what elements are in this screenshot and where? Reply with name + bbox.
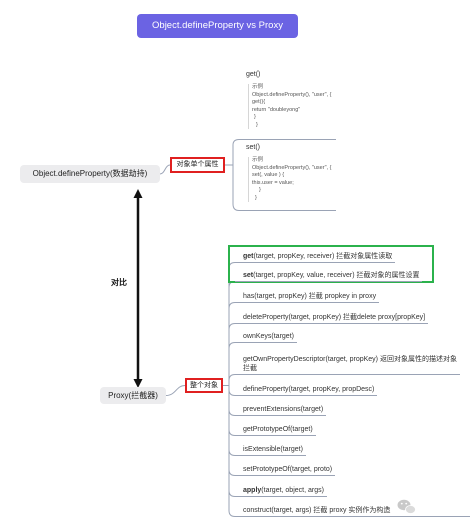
trap-connector bbox=[228, 374, 236, 381]
trap-desc: (target, object, args) bbox=[261, 487, 324, 494]
trap-set-prototype-of: setPrototypeOf(target, proto) bbox=[235, 465, 336, 476]
code-line: this.user = value; bbox=[252, 179, 294, 186]
trap-desc: (target) bbox=[271, 333, 294, 340]
getter-node-label: get() bbox=[246, 71, 261, 78]
trap-is-extensible: isExtensible(target) bbox=[235, 445, 306, 456]
trap-name: get bbox=[243, 253, 254, 260]
code-line: } bbox=[256, 121, 258, 128]
trap-name: isExtensible bbox=[243, 446, 281, 453]
trap-name: getPrototypeOf bbox=[243, 426, 291, 433]
trap-desc: (target) bbox=[290, 426, 313, 433]
trap-name: deleteProperty bbox=[243, 314, 289, 321]
trap-desc: (target) bbox=[280, 446, 303, 453]
trap-connector bbox=[228, 302, 236, 309]
code-line: Object.defineProperty(), "user", { bbox=[252, 91, 332, 98]
trap-name: ownKeys bbox=[243, 333, 272, 340]
trap-desc: (target) bbox=[300, 406, 324, 413]
trap-desc: (target, propKey) 返回对象属性的描述对象 bbox=[325, 356, 457, 363]
double-headed-arrow-icon bbox=[133, 189, 143, 388]
trap-connector bbox=[228, 323, 236, 330]
trap-get: get(target, propKey, receiver) 拦截对象属性读取 bbox=[235, 252, 396, 263]
single-property-branch: 对象单个属性 bbox=[170, 157, 225, 173]
trap-connector bbox=[228, 342, 236, 349]
dp-root-connector bbox=[159, 164, 171, 175]
trap-desc: (target, propKey) 拦截delete proxy[propKey… bbox=[288, 314, 426, 321]
trap-apply: apply(target, object, args) bbox=[235, 486, 327, 497]
trap-name: getOwnPropertyDescriptor bbox=[243, 356, 326, 363]
trap-desc: (target, proto) bbox=[289, 466, 333, 473]
code-line: } bbox=[254, 114, 256, 120]
setter-node-label: set() bbox=[246, 144, 260, 151]
trap-name: apply bbox=[243, 487, 262, 494]
proxy-root-connector bbox=[165, 385, 186, 396]
code-line: set(, value ) { bbox=[252, 172, 285, 178]
getter-code-note: 示例 Object.defineProperty(), "user", { ge… bbox=[248, 84, 331, 129]
trap-desc: (target, propKey, propDesc) bbox=[288, 386, 375, 393]
code-line: 示例 bbox=[252, 157, 264, 163]
trap-desc-continued: 拦截 bbox=[243, 365, 257, 372]
trap-define-property: defineProperty(target, propKey, propDesc… bbox=[235, 385, 378, 396]
wechat-eye bbox=[400, 502, 403, 505]
arrow-head-top bbox=[133, 189, 143, 198]
compare-label: 对比 bbox=[111, 278, 127, 287]
trap-name: defineProperty bbox=[243, 386, 289, 393]
whole-object-branch: 整个对象 bbox=[185, 378, 223, 393]
proxy-node: Proxy(拦截器) bbox=[100, 387, 166, 404]
code-line: 示例 bbox=[252, 84, 264, 90]
trap-own-keys: ownKeys(target) bbox=[235, 332, 297, 343]
trap-desc: (target, args) 拦截 proxy 实例作为构造 bbox=[271, 507, 391, 514]
trap-name: setPrototypeOf bbox=[243, 466, 290, 473]
trap-desc: (target, propKey, value, receiver) 拦截对象的… bbox=[253, 272, 420, 279]
trap-name: has bbox=[243, 293, 255, 300]
trap-name: set bbox=[243, 272, 254, 279]
trap-desc: (target, propKey) 拦截 propkey in proxy bbox=[254, 293, 377, 300]
code-line: } bbox=[259, 187, 261, 193]
trap-name: preventExtensions bbox=[243, 406, 301, 413]
trap-prevent-extensions: preventExtensions(target) bbox=[235, 405, 327, 416]
setter-code-note: 示例 Object.defineProperty(), "user", { se… bbox=[248, 157, 331, 202]
code-line: return "doubleyong" bbox=[252, 106, 301, 113]
trap-construct: construct(target, args) 拦截 proxy 实例作为构造 bbox=[235, 506, 470, 517]
wechat-eye bbox=[405, 502, 408, 505]
get-set-highlight-box bbox=[228, 245, 434, 283]
trap-desc: (target, propKey, receiver) 拦截对象属性读取 bbox=[253, 253, 393, 260]
trap-set: set(target, propKey, value, receiver) 拦截… bbox=[235, 271, 423, 282]
trap-delete-property: deleteProperty(target, propKey) 拦截delete… bbox=[235, 313, 429, 324]
trap-get-own-property-descriptor: getOwnPropertyDescriptor(target, propKey… bbox=[235, 355, 460, 375]
code-line: Object.defineProperty(), "user", { bbox=[252, 164, 332, 171]
trap-name: construct bbox=[243, 507, 272, 514]
trap-get-prototype-of: getPrototypeOf(target) bbox=[235, 425, 316, 436]
define-property-node: Object.defineProperty(数据劫持) bbox=[20, 165, 160, 183]
trap-has: has(target, propKey) 拦截 propkey in proxy bbox=[235, 292, 380, 303]
page-title: Object.defineProperty vs Proxy bbox=[137, 14, 298, 38]
code-line: } bbox=[255, 194, 257, 201]
code-line: get(){ bbox=[252, 99, 266, 105]
